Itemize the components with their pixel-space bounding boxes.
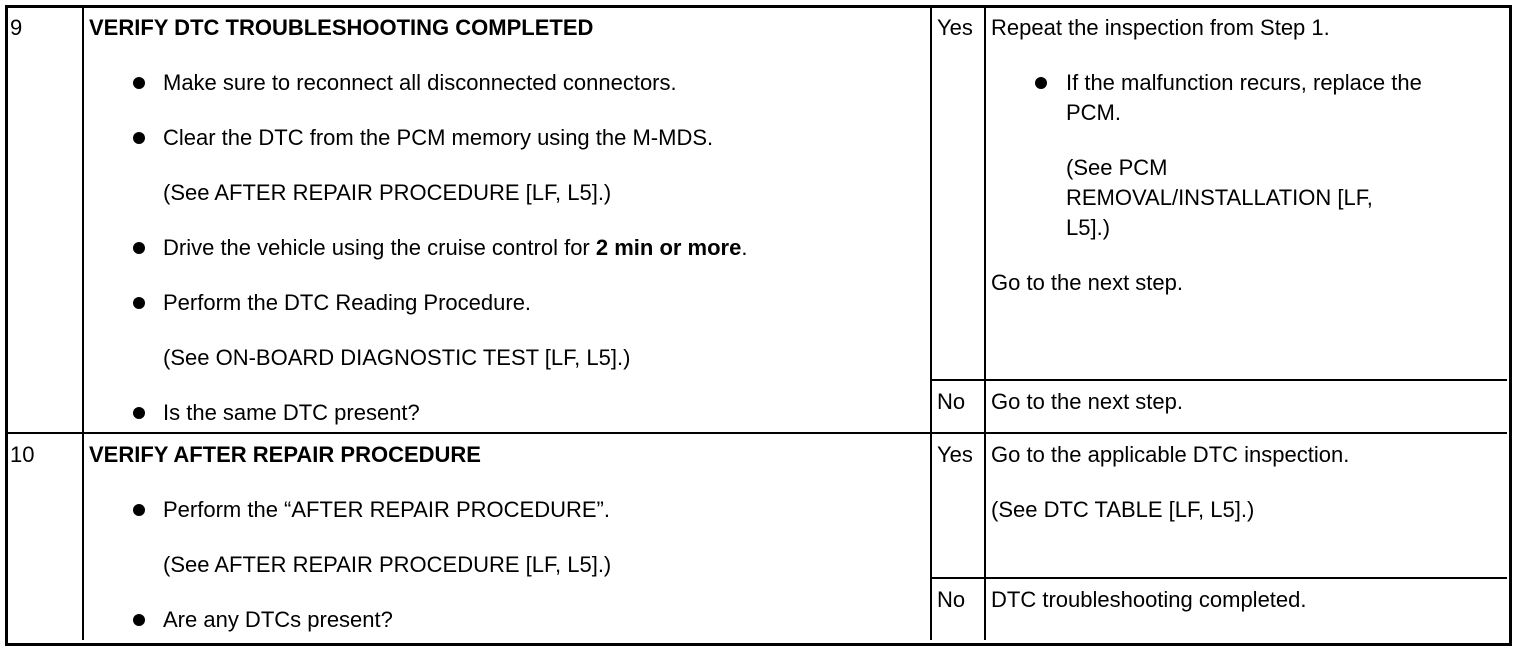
- list-item: Are any DTCs present?: [163, 607, 393, 632]
- step-number: 10: [10, 442, 35, 467]
- yes-result: REMOVAL/INSTALLATION [LF,: [1066, 185, 1373, 210]
- no-result: DTC troubleshooting completed.: [991, 587, 1307, 612]
- bullet-icon: [133, 77, 145, 89]
- column-divider: [82, 6, 84, 640]
- yes-no-divider: [930, 379, 1507, 381]
- row-divider: [5, 432, 1507, 434]
- list-item: Perform the DTC Reading Procedure.: [163, 290, 532, 315]
- yes-result: PCM.: [1066, 100, 1121, 125]
- yes-result: L5].): [1066, 215, 1111, 240]
- step-number: 9: [10, 15, 23, 40]
- no-label: No: [937, 587, 966, 612]
- list-item: Make sure to reconnect all disconnected …: [163, 70, 677, 95]
- yes-result: (See DTC TABLE [LF, L5].): [991, 497, 1255, 522]
- no-label: No: [937, 389, 966, 414]
- list-item: Drive the vehicle using the cruise contr…: [163, 235, 748, 260]
- bullet-icon: [133, 297, 145, 309]
- yes-result: If the malfunction recurs, replace the: [1066, 70, 1422, 95]
- bullet-icon: [1035, 77, 1047, 89]
- bullet-icon: [133, 407, 145, 419]
- reference-note: (See AFTER REPAIR PROCEDURE [LF, L5].): [163, 552, 612, 577]
- bullet-icon: [133, 242, 145, 254]
- yes-no-divider: [930, 577, 1507, 579]
- column-divider: [930, 6, 932, 640]
- no-result: Go to the next step.: [991, 389, 1184, 414]
- yes-result: (See PCM: [1066, 155, 1168, 180]
- reference-note: (See AFTER REPAIR PROCEDURE [LF, L5].): [163, 180, 612, 205]
- list-item: Perform the “AFTER REPAIR PROCEDURE”.: [163, 497, 610, 522]
- bullet-icon: [133, 614, 145, 626]
- bullet-icon: [133, 132, 145, 144]
- yes-label: Yes: [937, 442, 973, 467]
- yes-result: Go to the applicable DTC inspection.: [991, 442, 1350, 467]
- step-title: VERIFY DTC TROUBLESHOOTING COMPLETED: [89, 15, 594, 40]
- table-border: [5, 5, 1512, 646]
- reference-note: (See ON-BOARD DIAGNOSTIC TEST [LF, L5].): [163, 345, 631, 370]
- step-title: VERIFY AFTER REPAIR PROCEDURE: [89, 442, 481, 467]
- list-item: Is the same DTC present?: [163, 400, 420, 425]
- yes-label: Yes: [937, 15, 973, 40]
- bullet-icon: [133, 504, 145, 516]
- list-item: Clear the DTC from the PCM memory using …: [163, 125, 714, 150]
- column-divider: [984, 6, 986, 640]
- yes-result: Go to the next step.: [991, 270, 1184, 295]
- yes-result: Repeat the inspection from Step 1.: [991, 15, 1330, 40]
